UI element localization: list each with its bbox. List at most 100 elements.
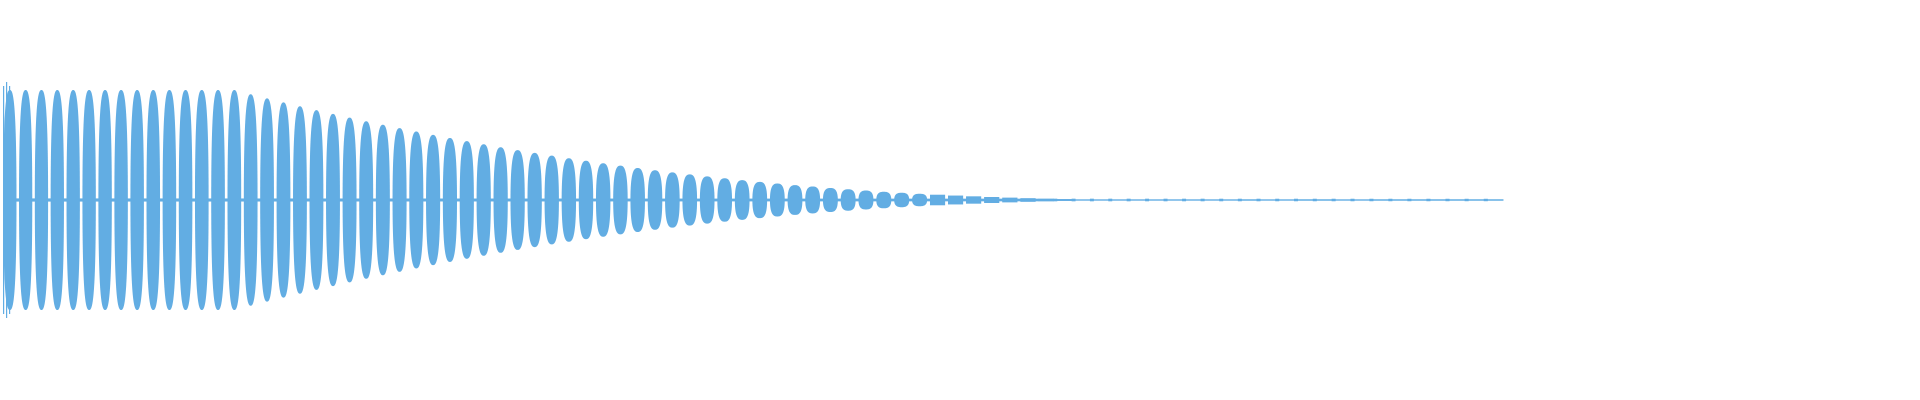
wave-link [1145,198,1150,202]
wave-link [1483,198,1488,202]
wave-link [541,198,546,202]
wave-cycle [50,90,64,310]
wave-link [1089,198,1094,202]
wave-link [339,198,344,202]
wave-cycle [682,174,698,226]
wave-cycle [894,192,910,208]
wave-link [456,198,461,202]
wave-cycle [876,191,892,209]
wave-cycle [930,194,946,206]
wave-cycle [787,185,803,215]
wave-link [944,198,949,202]
wave-cycle [1410,199,1427,201]
onset-spike [6,82,8,318]
wave-cycle [1020,198,1036,202]
wave-link [1388,198,1393,202]
wave-link [696,198,701,202]
wave-cycle [162,90,177,310]
wave-cycle [178,90,193,310]
wave-link [175,198,180,202]
wave-cycle [98,90,112,310]
wave-link [47,198,52,202]
wave-cycle [647,170,663,230]
wave-link [208,198,212,202]
wave-link [306,198,311,202]
wave-cycle [293,106,307,294]
wave-link [980,198,985,202]
wave-link [1053,198,1058,202]
wave-link [609,198,614,202]
wave-link [1071,198,1076,202]
wave-cycle [1297,199,1314,201]
wave-cycle [1449,199,1466,201]
wave-cycle [442,138,457,262]
wave-cycle [459,141,474,259]
wave-cycle [527,152,542,248]
wave-link [1256,198,1261,202]
wave-cycle [966,196,982,204]
wave-cycle [342,117,357,283]
wave-link [627,198,631,202]
wave-cycle [1222,199,1239,201]
wave-link [1369,198,1374,202]
wave-link [372,198,377,202]
wave-cycle [375,124,390,276]
wave-link [1464,198,1469,202]
wave-link [1163,198,1168,202]
wave-cycle [359,121,374,279]
wave-cycle [1468,199,1485,201]
wave-cycle [1075,199,1091,201]
wave-cycle [699,176,715,224]
wave-cycle [1278,199,1295,201]
wave-link [558,198,563,202]
wave-link [1426,198,1431,202]
wave-link [1407,198,1412,202]
wave-cycle [510,150,525,250]
wave-cycle [595,163,611,237]
wave-link [801,198,806,202]
wave-cycle [769,183,785,217]
wave-cycle [326,113,340,287]
wave-cycle [1185,199,1202,201]
wave-cycle [717,178,733,222]
wave-link [159,198,164,202]
wave-cycle [1111,199,1128,201]
wave-cycle [1335,199,1351,201]
wave-cycle [260,98,274,302]
wave-link [389,198,394,202]
wave-link [15,198,20,202]
wave-link [356,198,360,202]
wave-link [1350,198,1355,202]
wave-cycle [409,131,424,269]
wave-link [1200,198,1205,202]
wave-link [890,198,895,202]
wave-link [111,198,115,202]
wave-link [837,198,842,202]
wave-link [1182,198,1187,202]
wave-cycle [1354,199,1370,201]
wave-cycle [276,102,291,298]
wave-link [661,198,666,202]
wave-link [224,198,228,202]
wave-cycle [578,160,594,240]
wave-link [908,198,913,202]
wave-cycle [984,197,1000,203]
wave-cycle [1391,199,1408,201]
wave-link [473,198,478,202]
wave-cycle [130,90,144,310]
wave-link [644,198,649,202]
wave-cycle [1260,199,1276,201]
wave-cycle [1429,199,1446,201]
wave-link [273,198,278,202]
wave-link [819,198,824,202]
wave-cycle [1148,199,1165,201]
wave-link [257,198,261,202]
wave-cycle [1038,198,1054,202]
wave-cycle [613,165,628,235]
wave-cycle [392,128,407,272]
wave-link [1035,198,1040,202]
wave-link [439,198,444,202]
wave-cycle [1002,197,1018,203]
wave-cycle [1056,199,1073,201]
wave-link [1445,198,1450,202]
